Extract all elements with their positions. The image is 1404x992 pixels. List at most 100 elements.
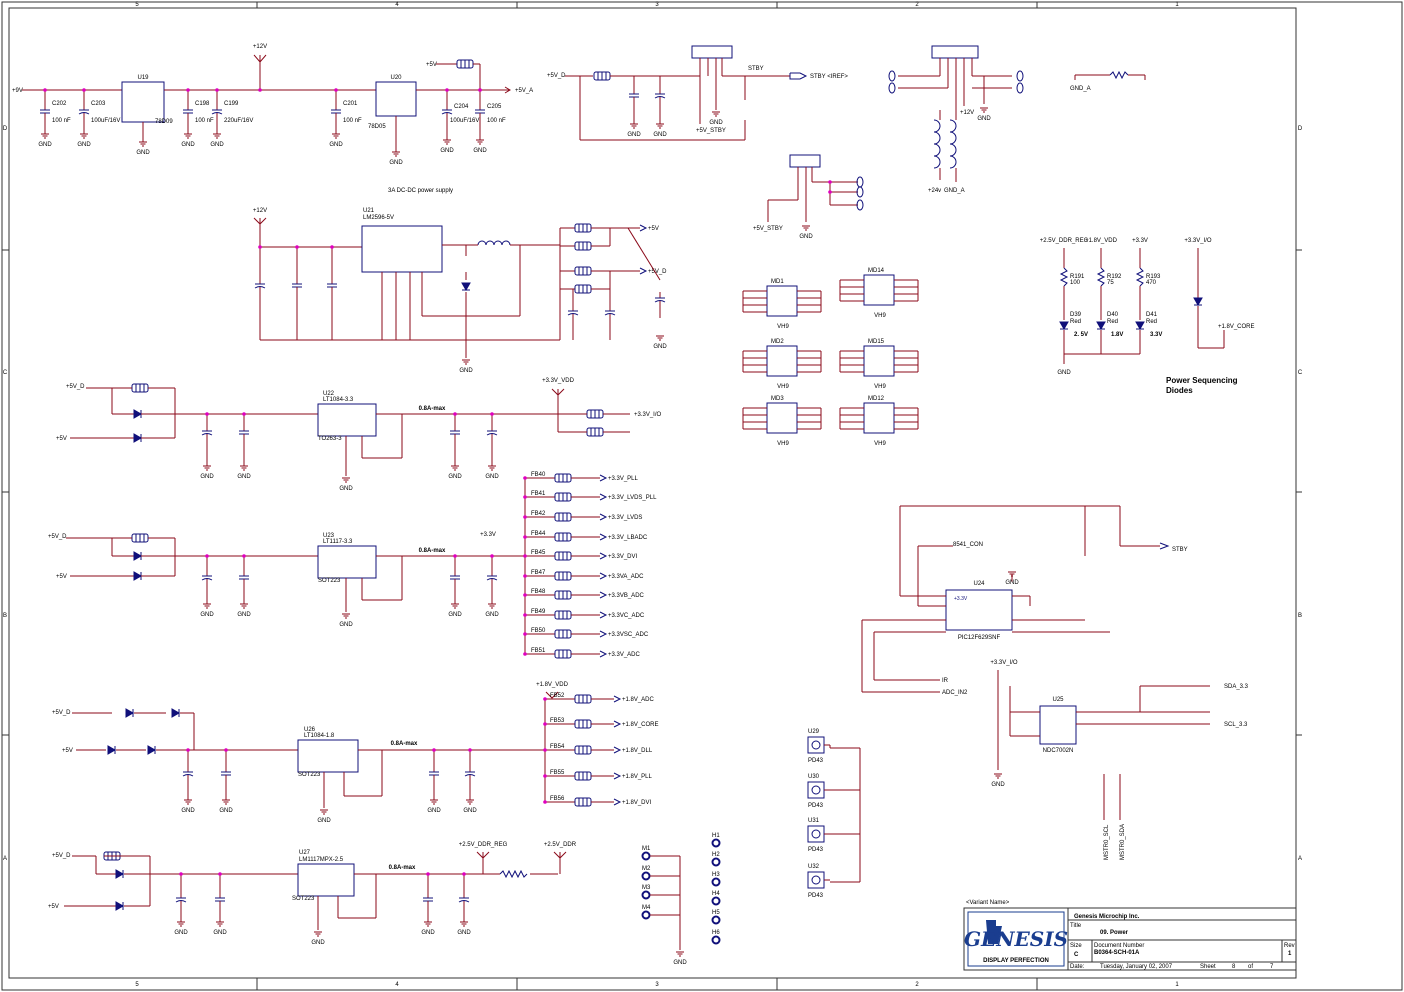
ferrite-bead (554, 492, 572, 502)
pad-part: PD43 (808, 847, 824, 853)
border-row-letter: A (3, 856, 7, 862)
capacitor-c201 (330, 103, 342, 121)
ground-label: GND (485, 612, 499, 618)
rail-5v-d: +5V_D (66, 384, 85, 390)
ferrite-bead (554, 610, 572, 620)
test-point (856, 186, 864, 198)
ground-symbol (993, 773, 1003, 779)
ground-label: GND (653, 344, 667, 350)
connector-module (863, 345, 895, 377)
rail-output: +3.3V_LVDS_PLL (608, 495, 657, 501)
ferrite-bead (574, 266, 592, 276)
diode-d45 (133, 571, 142, 581)
ground-label: GND (673, 960, 687, 966)
junction-dot (828, 180, 832, 184)
logo-box (967, 911, 1065, 967)
rail-output: +3.3V_LBADC (608, 535, 648, 541)
capacitor (254, 277, 266, 295)
cap-ref: C203 (91, 101, 106, 107)
diode-d49 (147, 745, 156, 755)
ground-symbol (176, 921, 186, 927)
title-block (963, 907, 1297, 971)
net-arrow (599, 552, 608, 560)
regulator-u20 (375, 81, 417, 117)
junction-dot (186, 88, 190, 92)
regulator-u23 (317, 545, 377, 579)
ground-label: GND (181, 142, 195, 148)
junction-dot (523, 515, 527, 519)
net-arrow (599, 474, 608, 482)
capacitor (422, 891, 434, 909)
fb-ref: FB44 (531, 531, 546, 537)
u23-pkg: SOT223 (318, 578, 341, 584)
cap-value: 100uF/16V (450, 118, 479, 124)
ground-label: GND (473, 148, 487, 154)
u26-pkg: SOT223 (298, 772, 321, 778)
connector-module (766, 345, 798, 377)
junction-dot (523, 476, 527, 480)
hole (711, 935, 721, 945)
border-row-letter: B (1298, 613, 1302, 619)
diode-d43 (133, 433, 142, 443)
rail-9v: +9V (12, 88, 23, 94)
connector-cn15 (789, 154, 821, 168)
ground-label: GND (448, 612, 462, 618)
module-ref: MD2 (771, 339, 784, 345)
junction-dot (205, 412, 209, 416)
led-color: Red (1107, 319, 1118, 325)
hole (711, 915, 721, 925)
company-name: Genesis Microchip Inc. (1074, 914, 1140, 920)
led-rail: +3.3V (1132, 238, 1148, 244)
ferrite-bead (554, 649, 572, 659)
border-column-number: 4 (395, 982, 399, 988)
current-rating: 0.8A-max (391, 741, 418, 747)
resistor-value: 75 (1107, 280, 1114, 286)
r189-label: STBY (748, 66, 764, 72)
sheet-title: 09. Power (1100, 930, 1129, 936)
capacitor-c198 (182, 103, 194, 121)
ferrite-bead-fb43 (131, 533, 149, 543)
pad-ref: U29 (808, 729, 820, 735)
inductor-coil (933, 131, 941, 145)
junction-dot (523, 632, 527, 636)
diode-d46 (125, 708, 134, 718)
ground-label: GND (1005, 580, 1019, 586)
module-ref: MD15 (868, 339, 885, 345)
rail-18v-vdd: +1.8V_VDD (536, 682, 569, 688)
mounting-hole (641, 910, 651, 920)
fb-ref: FB54 (550, 744, 565, 750)
net-arrow (613, 772, 622, 780)
rail-stby: STBY <IREF> (810, 74, 848, 80)
connector-module (863, 402, 895, 434)
junction-dot (179, 872, 183, 876)
ferrite-bead (574, 241, 592, 251)
junction-dot (453, 412, 457, 416)
junction-dot (432, 748, 436, 752)
net-arrow (639, 267, 648, 275)
fb-ref: FB45 (531, 550, 546, 556)
ground-label: GND (799, 234, 813, 240)
pad-part: PD43 (808, 893, 824, 899)
capacitor (201, 569, 213, 587)
connector-module (863, 274, 895, 306)
rail-25v-ddr-reg: +2.5V_DDR_REG (459, 842, 508, 848)
capacitor (220, 765, 232, 783)
capacitor (201, 424, 213, 442)
rail-output: +1.8V_DLL (622, 748, 653, 754)
company-tagline: DISPLAY PERFECTION (983, 958, 1049, 964)
rail-output: +3.3VA_ADC (608, 574, 644, 580)
border-column-number: 1 (1175, 982, 1179, 988)
net-arrow (613, 798, 622, 806)
net-arrow (599, 630, 608, 638)
rail-output: +3.3V_DVI (608, 554, 638, 560)
junction-dot (543, 800, 547, 804)
ferrite-bead-fb39 (586, 427, 604, 437)
junction-dot (330, 245, 334, 249)
rail-18v-core: +1.8V_CORE (1218, 324, 1255, 330)
module-part: VH9 (874, 384, 886, 390)
note-dc-dc: 3A DC-DC power supply (388, 188, 453, 194)
ground-symbol (239, 603, 249, 609)
border-row-letter: C (3, 370, 8, 376)
ground-label: GND (977, 116, 991, 122)
capacitor (458, 891, 470, 909)
